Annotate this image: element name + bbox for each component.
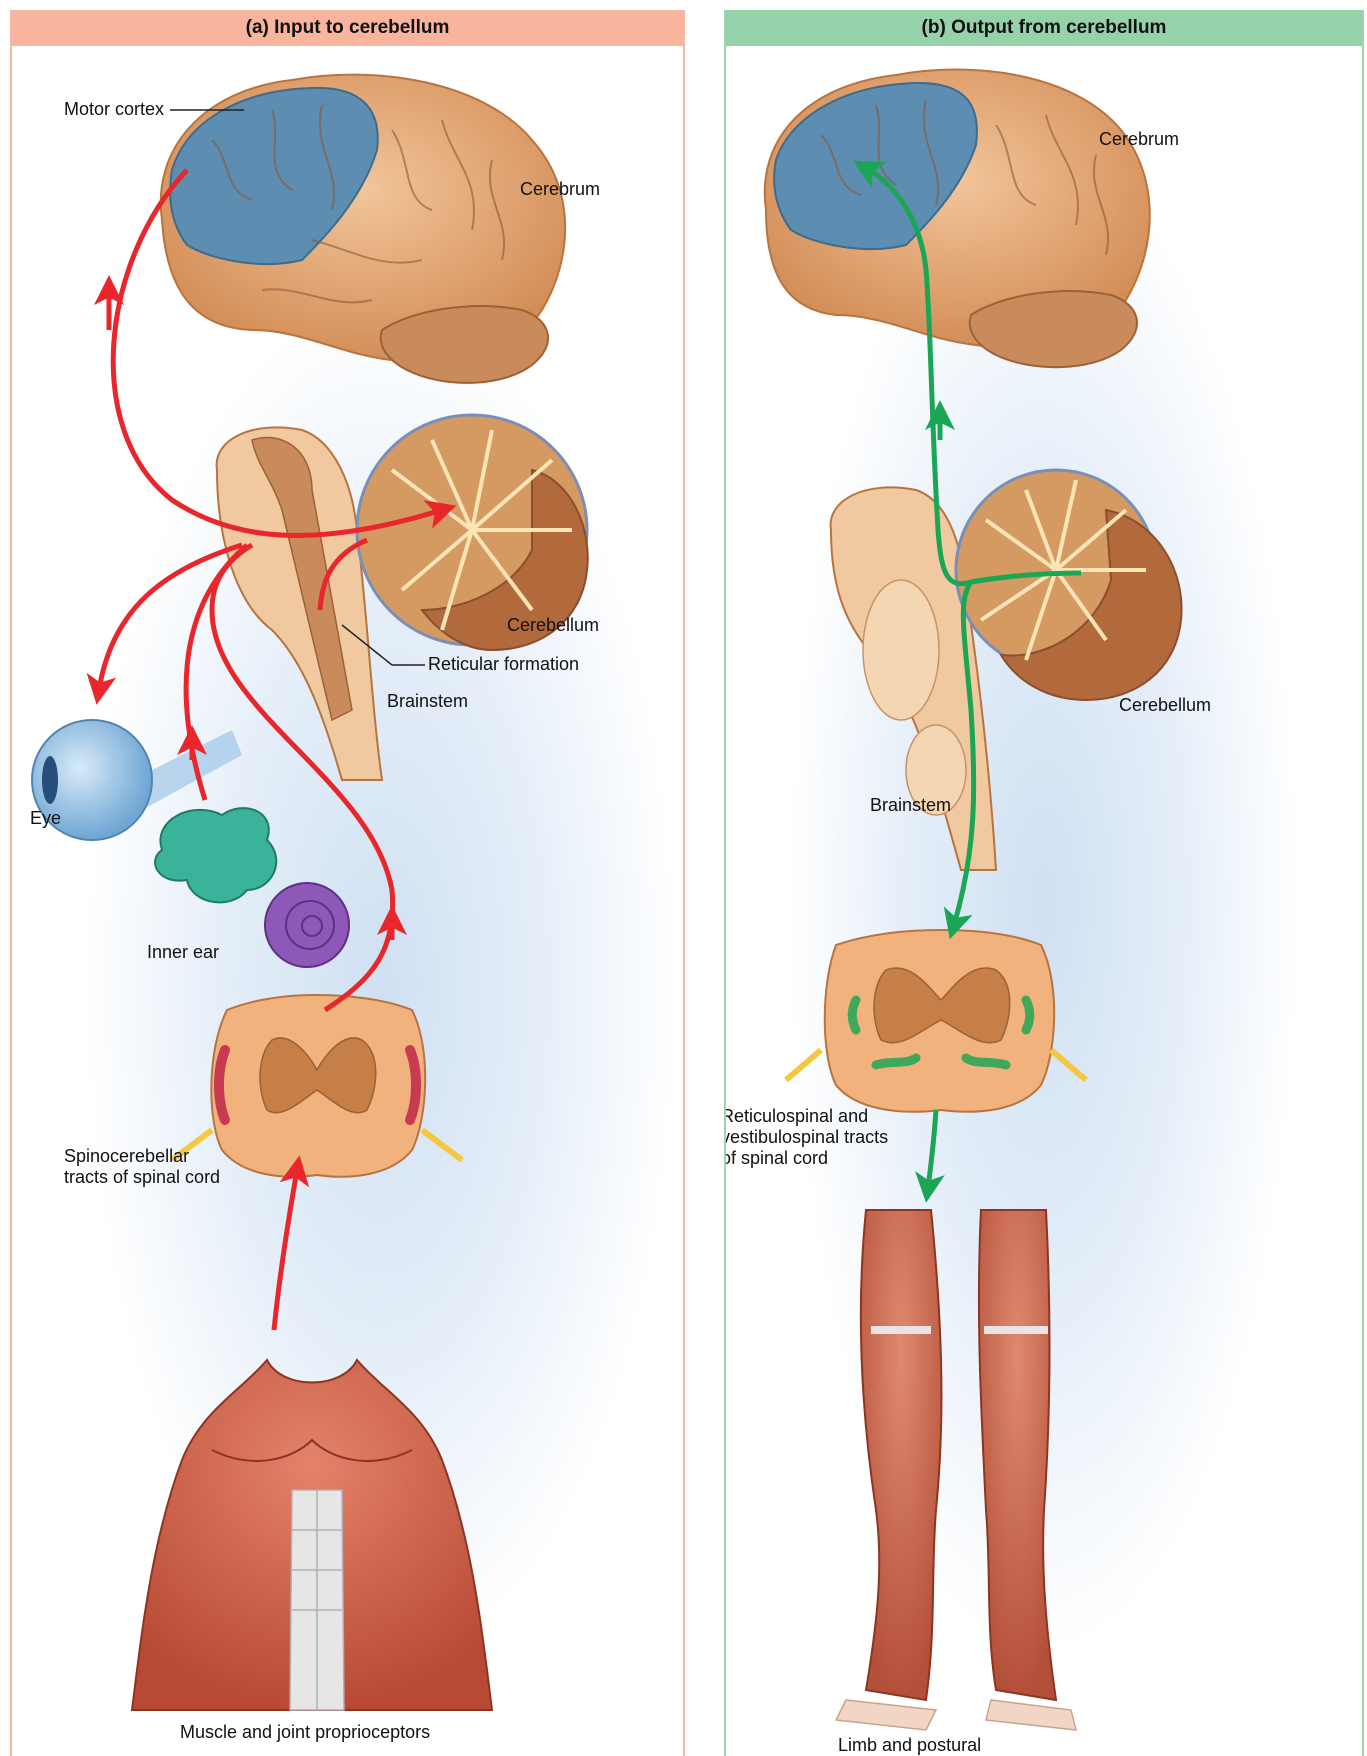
label-brainstem-a: Brainstem	[387, 691, 468, 712]
spinal-cord-illustration-b	[786, 930, 1086, 1112]
label-cerebellum-a: Cerebellum	[507, 615, 599, 636]
label-brainstem-b: Brainstem	[870, 795, 951, 816]
label-inner-ear: Inner ear	[147, 942, 219, 963]
output-arrow-to-muscles	[928, 1110, 936, 1188]
legs-illustration	[836, 1210, 1076, 1730]
label-motor-cortex: Motor cortex	[64, 99, 164, 120]
label-spinocerebellar-tracts: Spinocerebellar tracts of spinal cord	[64, 1146, 234, 1188]
label-cerebrum-a: Cerebrum	[520, 179, 600, 200]
label-eye: Eye	[30, 808, 61, 829]
label-cerebellum-b: Cerebellum	[1119, 695, 1211, 716]
label-reticulospinal-tracts: Reticulospinal and vestibulospinal tract…	[724, 1106, 901, 1169]
panel-input-to-cerebellum: (a) Input to cerebellum	[10, 10, 685, 1756]
proprioceptor-arrow	[274, 1170, 297, 1330]
panel-a-illustration	[12, 10, 685, 1756]
label-proprioceptors: Muscle and joint proprioceptors	[180, 1722, 430, 1743]
label-reticular-formation: Reticular formation	[428, 654, 579, 675]
panel-output-from-cerebellum: (b) Output from cerebellum	[724, 10, 1364, 1756]
cerebrum-illustration	[161, 75, 565, 383]
torso-muscles-illustration	[132, 1360, 492, 1710]
panel-b-illustration	[726, 10, 1364, 1756]
label-cerebrum-b: Cerebrum	[1099, 129, 1179, 150]
eye-arrow	[99, 545, 242, 690]
cerebrum-illustration-b	[765, 70, 1150, 368]
label-limb-muscles: Limb and postural muscles	[838, 1735, 998, 1756]
